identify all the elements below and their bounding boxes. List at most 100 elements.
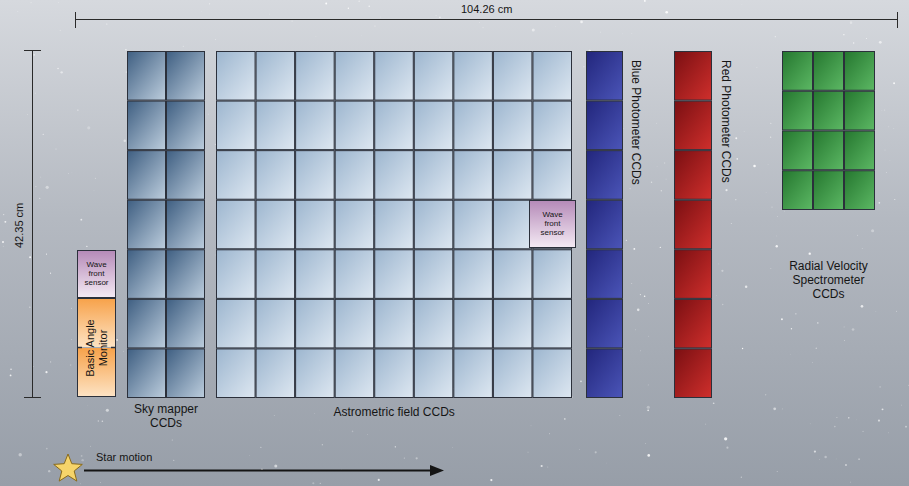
ccd-cell — [533, 151, 572, 200]
star — [173, 460, 174, 461]
star — [648, 302, 650, 304]
ccd-cell — [783, 91, 813, 130]
ccd-cell — [783, 52, 813, 91]
star — [182, 45, 184, 47]
star — [753, 165, 756, 168]
ccd-cell — [167, 299, 205, 348]
star — [68, 172, 70, 174]
star — [850, 21, 853, 24]
star — [273, 415, 275, 417]
ccd-cell — [493, 101, 532, 150]
star — [18, 453, 21, 456]
ccd-cell — [335, 299, 374, 348]
star — [416, 457, 418, 459]
star — [374, 25, 375, 26]
star — [871, 229, 874, 232]
star — [439, 16, 441, 18]
star — [644, 295, 646, 297]
star — [722, 304, 723, 305]
star — [45, 371, 47, 373]
star — [665, 11, 668, 14]
star — [81, 455, 83, 457]
star — [606, 462, 608, 464]
star — [858, 458, 860, 460]
ccd-cell — [845, 171, 875, 210]
star — [29, 256, 31, 258]
component-label: Wave front sensor — [535, 210, 570, 238]
star — [35, 92, 37, 94]
ccd-cell — [128, 349, 166, 398]
star — [705, 423, 707, 425]
star — [361, 35, 363, 37]
star — [40, 176, 42, 178]
star — [29, 307, 30, 308]
star — [850, 481, 852, 483]
star — [893, 128, 895, 130]
star — [635, 329, 637, 331]
star — [274, 464, 277, 467]
star — [629, 188, 631, 190]
star — [879, 41, 882, 44]
arrow-head — [430, 465, 444, 476]
ccd-cell — [454, 151, 493, 200]
ccd-cell — [167, 151, 205, 200]
star — [894, 199, 895, 200]
star — [765, 394, 766, 395]
star — [30, 2, 32, 4]
star — [99, 482, 101, 484]
star — [843, 339, 845, 341]
star — [70, 364, 72, 366]
star — [123, 350, 125, 352]
component-label: Astrometric field CCDs — [334, 406, 455, 420]
ccd-cell — [375, 101, 414, 150]
ccd-cell — [128, 200, 166, 249]
star — [735, 137, 737, 139]
star — [848, 417, 850, 419]
star — [775, 36, 776, 37]
star — [106, 23, 107, 24]
star — [319, 429, 321, 431]
star — [395, 446, 396, 447]
ccd-cell — [217, 250, 256, 299]
star — [124, 140, 127, 143]
star — [4, 221, 6, 223]
star — [81, 459, 83, 461]
star — [10, 368, 12, 370]
star — [98, 420, 99, 421]
ccd-cell — [533, 101, 572, 150]
ccd-cell — [217, 151, 256, 200]
star — [889, 160, 891, 162]
star — [647, 410, 649, 412]
star — [743, 131, 745, 133]
star — [633, 248, 635, 250]
ccd-cell — [217, 299, 256, 348]
ccd-cell — [454, 299, 493, 348]
ccd-cell — [296, 299, 335, 348]
star — [532, 28, 535, 31]
ccd-cell — [78, 348, 116, 397]
star — [647, 384, 649, 386]
ccd-cell — [256, 299, 295, 348]
star — [888, 126, 889, 127]
ccd-cell — [454, 101, 493, 150]
star — [87, 126, 90, 129]
basic-angle-monitor: Basic Angle Monitor — [77, 298, 116, 397]
ccd-cell — [783, 171, 813, 210]
star — [852, 328, 855, 331]
star — [207, 113, 209, 115]
arrow-label: Star motion — [96, 451, 152, 464]
star — [647, 406, 650, 409]
ccd-cell — [375, 200, 414, 249]
star — [106, 409, 109, 412]
star — [80, 219, 82, 221]
ccd-cell — [375, 52, 414, 101]
ccd-cell — [78, 299, 116, 348]
component-label: Red Photometer CCDs — [718, 60, 732, 183]
dimension-line — [32, 50, 33, 398]
star — [843, 326, 845, 328]
ccd-cell — [675, 200, 712, 249]
ccd-cell — [454, 200, 493, 249]
rvs-ccds-outline — [782, 51, 875, 210]
ccd-cell — [375, 250, 414, 299]
star — [819, 458, 821, 460]
